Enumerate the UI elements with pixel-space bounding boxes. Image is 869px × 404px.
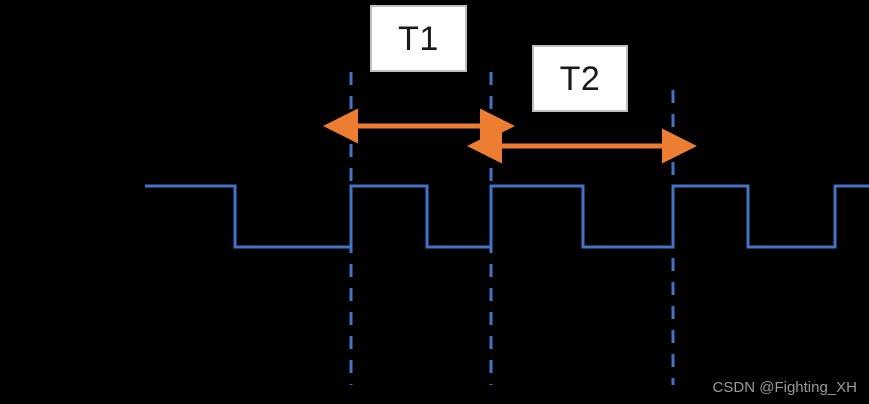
period-label-t2-text: T2 (559, 59, 601, 98)
period-label-t1: T1 (370, 5, 467, 72)
period-label-t2: T2 (532, 45, 628, 112)
watermark-text: CSDN @Fighting_XH (712, 379, 857, 396)
period-label-t1-text: T1 (398, 19, 439, 58)
signal-waveform (145, 184, 869, 249)
guide-lines (349, 72, 675, 385)
